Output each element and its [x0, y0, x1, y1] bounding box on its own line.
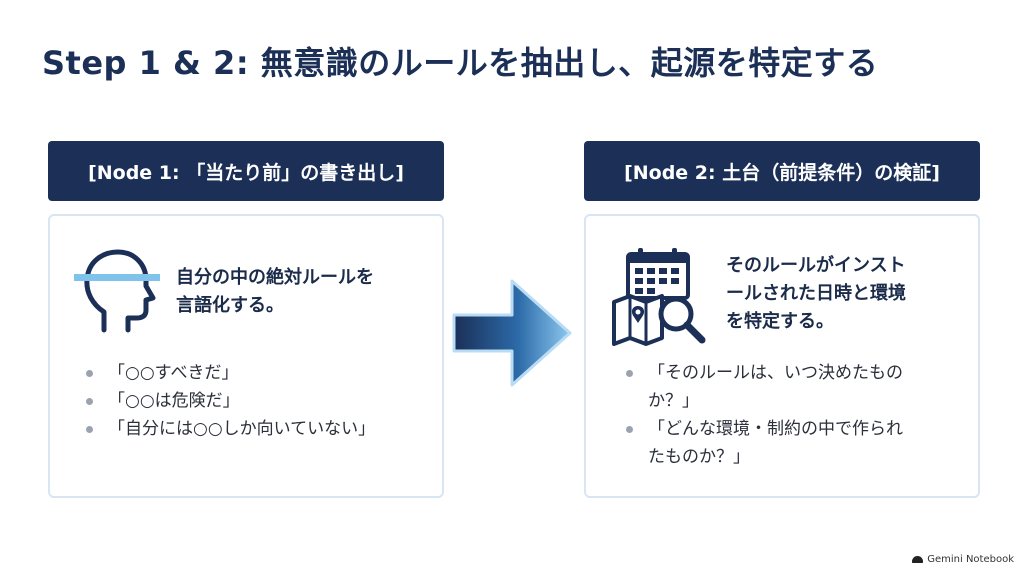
node1-header: [Node 1: 「当たり前」の書き出し] [48, 141, 444, 201]
right-arrow-icon [452, 279, 572, 387]
list-item: 「○○すべきだ」 [86, 359, 375, 387]
calendar-map-magnifier-icon [612, 248, 706, 346]
list-item: 「どんな環境・制約の中で作られ たものか？」 [626, 415, 903, 471]
node2-bullet-list: 「そのルールは、いつ決めたもの か？」 「どんな環境・制約の中で作られ たものか… [626, 359, 903, 471]
head-profile-icon [74, 249, 160, 333]
footer-label: Gemini Notebook [927, 554, 1014, 565]
node1-bullet-list: 「○○すべきだ」 「○○は危険だ」 「自分には○○しか向いていない」 [86, 359, 375, 443]
list-item: 「そのルールは、いつ決めたもの か？」 [626, 359, 903, 415]
node2-card: そのルールがインスト ールされた日時と環境 を特定する。 「そのルールは、いつ決… [584, 214, 980, 498]
notebook-logo-icon [912, 556, 924, 563]
footer-brand: Gemini Notebook [912, 554, 1014, 565]
page-title: Step 1 & 2: 無意識のルールを抽出し、起源を特定する [42, 44, 879, 82]
node2-header: [Node 2: 土台（前提条件）の検証] [584, 141, 980, 201]
list-item: 「自分には○○しか向いていない」 [86, 415, 375, 443]
node1-card: 自分の中の絶対ルールを 言語化する。 「○○すべきだ」 「○○は危険だ」 「自分… [48, 214, 444, 498]
node1-lead: 自分の中の絶対ルールを 言語化する。 [176, 267, 374, 316]
node2-lead: そのルールがインスト ールされた日時と環境 を特定する。 [726, 255, 906, 332]
list-item: 「○○は危険だ」 [86, 387, 375, 415]
